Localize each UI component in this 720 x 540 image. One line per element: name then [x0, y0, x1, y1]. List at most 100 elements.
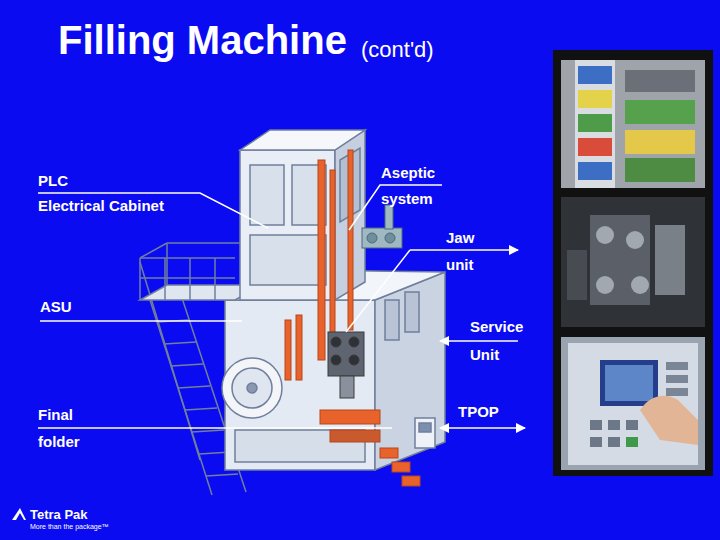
final-folder [330, 430, 380, 442]
jaw-unit [340, 376, 354, 398]
photo-operator-panel [600, 360, 658, 406]
operator-panel [419, 423, 431, 432]
photo-operator-panel [590, 437, 602, 447]
leader-line [40, 320, 242, 322]
stairs [171, 364, 203, 366]
photo-operator-panel [626, 420, 638, 430]
leader-line [346, 250, 410, 332]
part-label: Service [470, 318, 523, 335]
part-label: unit [446, 256, 474, 273]
logo-mark [16, 513, 24, 520]
logo-tagline: More than the package™ [30, 523, 109, 531]
operator-panel [415, 418, 435, 448]
photo-jaw-system [626, 231, 644, 249]
packaging-reel [222, 358, 282, 418]
aseptic-valves [367, 233, 377, 243]
stairs [164, 342, 196, 344]
jaw-unit [328, 332, 364, 376]
leader-line [38, 185, 442, 428]
photo-jaw-system [567, 250, 587, 300]
platform [167, 242, 240, 244]
stairs [206, 474, 238, 476]
part-label: ASU [40, 298, 72, 315]
stairs [178, 386, 210, 388]
platform [214, 258, 216, 300]
stairs [185, 408, 217, 410]
platform [140, 243, 167, 258]
photo-jaw-system [561, 197, 705, 327]
stairs [192, 430, 224, 432]
photo-operator-panel [561, 337, 705, 470]
final-folder [320, 410, 420, 486]
photo-packages [561, 60, 705, 188]
machine-body [385, 300, 399, 340]
part-label: Unit [470, 346, 499, 363]
platform [189, 258, 191, 300]
leader-line [38, 427, 392, 429]
electrical-cabinet [250, 165, 284, 225]
part-label: system [381, 190, 433, 207]
arrow-line [440, 427, 525, 429]
logo-mark [12, 508, 26, 520]
part-label: folder [38, 433, 80, 450]
photo-operator-panel [605, 365, 653, 401]
jaw-unit [331, 337, 341, 347]
photo-packages [625, 70, 695, 92]
photo-jaw-system [590, 215, 650, 305]
photo-packages [625, 130, 695, 154]
photo-packages [625, 100, 695, 124]
photo-operator-panel [590, 420, 602, 430]
aseptic-valves [362, 205, 402, 248]
aseptic-valves [385, 233, 395, 243]
photo-operator-panel [666, 362, 688, 370]
photo-operator-panel [561, 337, 705, 470]
photo-operator-panel [608, 437, 620, 447]
leader-line [349, 185, 442, 230]
final-folder [380, 448, 398, 458]
part-label: Aseptic [381, 164, 435, 181]
photo-packages [561, 60, 705, 188]
jaw-unit [328, 332, 364, 398]
packaging-reel [247, 383, 257, 393]
arrow-line [440, 340, 518, 342]
part-label: TPOP [458, 403, 499, 420]
jaw-unit [331, 355, 341, 365]
final-folder [402, 476, 420, 486]
part-label: Jaw [446, 229, 474, 246]
operator-panel [415, 418, 435, 448]
electrical-cabinet [250, 235, 326, 285]
photo-operator-panel [568, 343, 698, 465]
slide-title: Filling Machine [58, 16, 347, 64]
final-folder [320, 410, 380, 424]
photo-packages [578, 138, 612, 156]
part-label: Final [38, 406, 73, 423]
part-label: Electrical Cabinet [38, 197, 164, 214]
platform [166, 243, 168, 285]
title-suffix: (cont'd) [361, 37, 434, 62]
photo-operator-panel [626, 437, 638, 447]
photo-packages [578, 90, 612, 108]
machine-body [405, 292, 419, 332]
photo-jaw-system [655, 225, 685, 295]
machine-body [375, 272, 445, 470]
packaging-reel [232, 368, 272, 408]
photo-operator-panel [640, 396, 698, 445]
packaging-reel [222, 358, 282, 418]
photo-packages [575, 60, 615, 188]
photo-operator-panel [666, 388, 688, 396]
arrow-line [410, 249, 518, 251]
aseptic-valves [362, 228, 402, 248]
photo-packages [578, 162, 612, 180]
photo-panel [553, 50, 713, 476]
photo-packages [625, 158, 695, 182]
final-folder [392, 462, 410, 472]
platform [139, 258, 141, 300]
logo-mark [12, 508, 26, 520]
electrical-cabinet [240, 130, 365, 150]
photo-operator-panel [666, 375, 688, 383]
platform [140, 257, 235, 259]
photo-jaw-system [596, 226, 614, 244]
electrical-cabinet [240, 130, 365, 300]
